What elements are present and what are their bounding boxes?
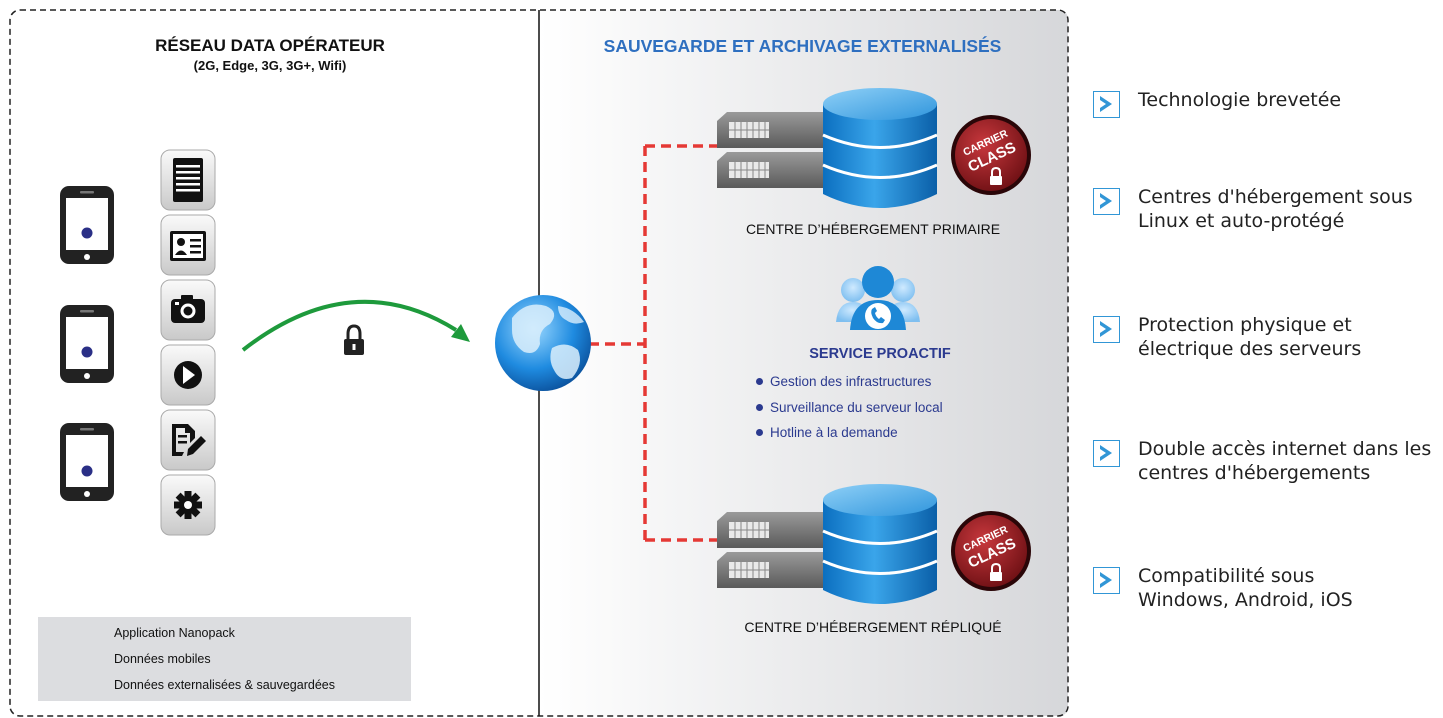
legend-label-app: Application Nanopack — [114, 626, 235, 640]
left-panel-title: RÉSEAU DATA OPÉRATEUR — [155, 36, 385, 55]
camera-icon — [160, 279, 216, 341]
chevron-right-icon — [1093, 91, 1120, 118]
feature-text: Protection physique et électrique des se… — [1138, 314, 1362, 360]
replica-center-label: CENTRE D’HÉBERGEMENT RÉPLIQUÉ — [744, 619, 1002, 635]
feature-text: Double accès internet dans les centres d… — [1138, 438, 1432, 484]
primary-center-label: CENTRE D’HÉBERGEMENT PRIMAIRE — [745, 221, 1001, 237]
lock-icon — [344, 324, 364, 355]
contact-card-icon — [160, 214, 216, 276]
bullet-dot — [756, 428, 763, 436]
right-panel-title: SAUVEGARDE ET ARCHIVAGE EXTERNALISÉS — [603, 36, 1002, 56]
bullet-dot — [756, 403, 763, 411]
smartphone-icon-2 — [60, 305, 114, 383]
bullet-dot — [756, 377, 763, 385]
document-lines-icon — [160, 149, 216, 211]
chevron-right-icon — [1093, 440, 1120, 467]
mobile-data-arc — [241, 299, 458, 352]
replica-server-rack — [717, 512, 837, 588]
service-item: Gestion des infrastructures — [756, 374, 931, 389]
smartphone-icon-1 — [60, 186, 114, 264]
primary-server-rack — [717, 112, 837, 188]
carrier-class-badge: CARRIER CLASS — [951, 115, 1031, 195]
legend-label-mobile: Données mobiles — [114, 652, 211, 666]
play-icon — [160, 344, 216, 406]
chevron-right-icon — [1093, 567, 1120, 594]
feature-text: Compatibilité sous Windows, Android, iOS — [1138, 565, 1353, 611]
support-team-icon — [836, 266, 920, 330]
mobile-data-arrowhead — [451, 324, 470, 342]
edit-document-icon — [160, 409, 216, 471]
primary-database-icon — [822, 88, 938, 208]
smartphone-icon-3 — [60, 423, 114, 501]
carrier-class-badge-replica: CARRIER CLASS — [951, 511, 1031, 591]
legend-label-backup: Données externalisées & sauvegardées — [114, 678, 335, 692]
service-title: SERVICE PROACTIF — [809, 346, 951, 362]
globe-icon — [495, 295, 591, 391]
replica-database-icon — [822, 484, 938, 604]
service-item: Hotline à la demande — [756, 425, 898, 440]
chevron-right-icon — [1093, 188, 1120, 215]
service-item: Surveillance du serveur local — [756, 400, 943, 415]
gear-icon — [160, 474, 216, 536]
feature-text: Technologie brevetée — [1138, 89, 1342, 111]
feature-text: Centres d'hébergement sous Linux et auto… — [1138, 186, 1413, 232]
left-panel-subtitle: (2G, Edge, 3G, 3G+, Wifi) — [193, 58, 347, 73]
backup-data-connector — [589, 144, 717, 542]
chevron-right-icon — [1093, 316, 1120, 343]
legend-box — [38, 617, 411, 701]
